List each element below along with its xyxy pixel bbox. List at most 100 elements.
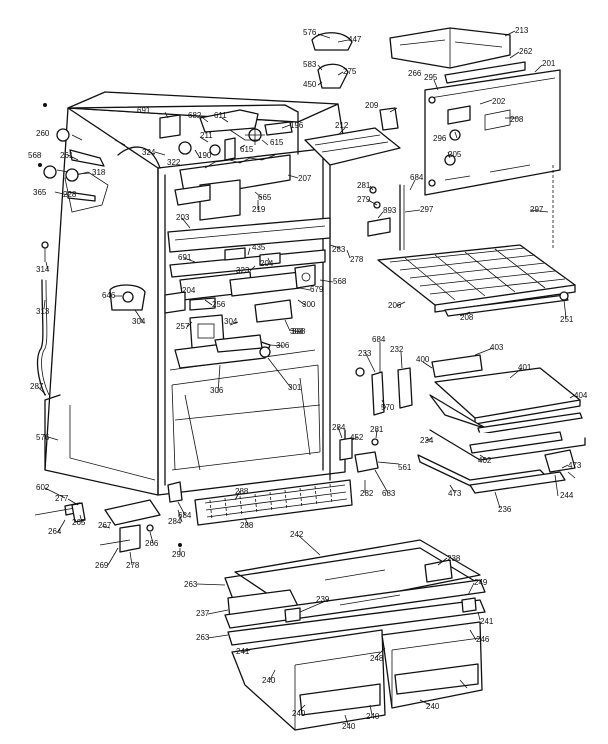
part-label: 211 <box>200 131 213 140</box>
part-label: 240 <box>292 709 306 718</box>
freezer-tray-top <box>304 27 526 166</box>
part-label: 228 <box>63 190 77 199</box>
part-label: 682 <box>188 111 202 120</box>
part-label: 240 <box>342 722 356 731</box>
part-label: 263 <box>184 580 198 589</box>
part-label: 284 <box>168 517 182 526</box>
part-label: 201 <box>542 59 556 68</box>
part-label: 301 <box>288 383 302 392</box>
part-label: 233 <box>358 349 372 358</box>
part-label: 287 <box>30 382 44 391</box>
part-label: 240 <box>262 676 276 685</box>
part-label: 248 <box>370 654 384 663</box>
part-label: 234 <box>420 436 434 445</box>
part-label: 202 <box>492 97 506 106</box>
part-label: 196 <box>290 121 304 130</box>
part-label: 266 <box>408 69 422 78</box>
part-label: 241 <box>480 617 494 626</box>
control-housing <box>159 109 293 221</box>
part-label: 267 <box>98 521 112 530</box>
part-label: 324 <box>142 148 156 157</box>
part-label: 304 <box>224 317 238 326</box>
part-label: 646 <box>102 291 116 300</box>
part-label: 264 <box>48 527 62 536</box>
part-label: 206 <box>388 301 402 310</box>
part-label: 256 <box>212 300 226 309</box>
part-label: 232 <box>390 345 404 354</box>
part-label: 684 <box>372 335 386 344</box>
part-label: 263 <box>196 633 210 642</box>
part-label: 452 <box>350 433 364 442</box>
part-labels: 576 447 213 583 275 450 262 201 266 295 … <box>28 26 588 731</box>
part-label: 576 <box>36 433 50 442</box>
part-label: 208 <box>460 313 474 322</box>
part-label: 691 <box>137 106 151 115</box>
part-label: 242 <box>290 530 304 539</box>
part-label: 314 <box>36 265 50 274</box>
part-label: 402 <box>478 456 492 465</box>
part-label: 277 <box>55 494 69 503</box>
crisper-assembly <box>224 539 486 731</box>
part-label: 679 <box>310 285 324 294</box>
part-label: 266 <box>145 539 159 548</box>
part-label: 282 <box>360 489 374 498</box>
grille-and-hinge <box>34 479 353 553</box>
part-label: 683 <box>382 489 396 498</box>
part-label: 283 <box>332 245 346 254</box>
part-label: 190 <box>198 151 212 160</box>
part-label: 213 <box>515 26 529 35</box>
part-label: 278 <box>350 255 364 264</box>
part-label: 275 <box>343 67 357 76</box>
freezer-shelf <box>367 165 576 317</box>
part-label: 262 <box>519 47 533 56</box>
part-label: 568 <box>333 277 347 286</box>
part-label: 297 <box>420 205 434 214</box>
part-label: 281 <box>370 425 384 434</box>
part-label: 204 <box>260 259 274 268</box>
part-label: 251 <box>560 315 574 324</box>
part-label: 570 <box>381 403 395 412</box>
part-label: 473 <box>448 489 462 498</box>
part-label: 284 <box>332 423 346 432</box>
part-label: 246 <box>476 635 490 644</box>
part-label: 665 <box>258 193 272 202</box>
damper-control-parts <box>109 284 293 369</box>
part-label: 281 <box>357 181 371 190</box>
part-label: 261 <box>60 151 74 160</box>
part-label: 893 <box>383 206 397 215</box>
part-label: 615 <box>240 145 254 154</box>
part-label: 306 <box>210 386 224 395</box>
part-label: 207 <box>298 174 312 183</box>
part-label: 239 <box>316 595 330 604</box>
part-label: 212 <box>335 121 349 130</box>
part-label: 260 <box>36 129 50 138</box>
part-label: 244 <box>560 491 574 500</box>
part-label: 240 <box>366 712 380 721</box>
part-label: 611 <box>214 111 227 120</box>
part-label: 602 <box>36 483 50 492</box>
part-label: 561 <box>398 463 412 472</box>
part-label: 219 <box>252 205 266 214</box>
part-label: 241 <box>236 647 250 656</box>
part-label: 308 <box>292 327 306 336</box>
part-label: 300 <box>302 300 316 309</box>
part-label: 323 <box>236 266 250 275</box>
part-label: 450 <box>303 80 317 89</box>
part-label: 691 <box>178 253 192 262</box>
fresh-food-shelves <box>339 354 586 494</box>
part-label: 401 <box>518 363 532 372</box>
part-label: 296 <box>433 134 447 143</box>
part-label: 615 <box>270 138 284 147</box>
part-label: 568 <box>28 151 42 160</box>
part-label: 583 <box>303 60 317 69</box>
part-label: 297 <box>530 205 544 214</box>
part-label: 403 <box>490 343 504 352</box>
part-label: 236 <box>498 505 512 514</box>
part-label: 322 <box>167 158 181 167</box>
part-label: 237 <box>196 609 210 618</box>
part-label: 308 <box>290 327 304 336</box>
leader-lines <box>37 30 576 726</box>
part-label: 473 <box>568 461 582 470</box>
part-label: 404 <box>574 391 588 400</box>
part-label: 313 <box>36 307 50 316</box>
